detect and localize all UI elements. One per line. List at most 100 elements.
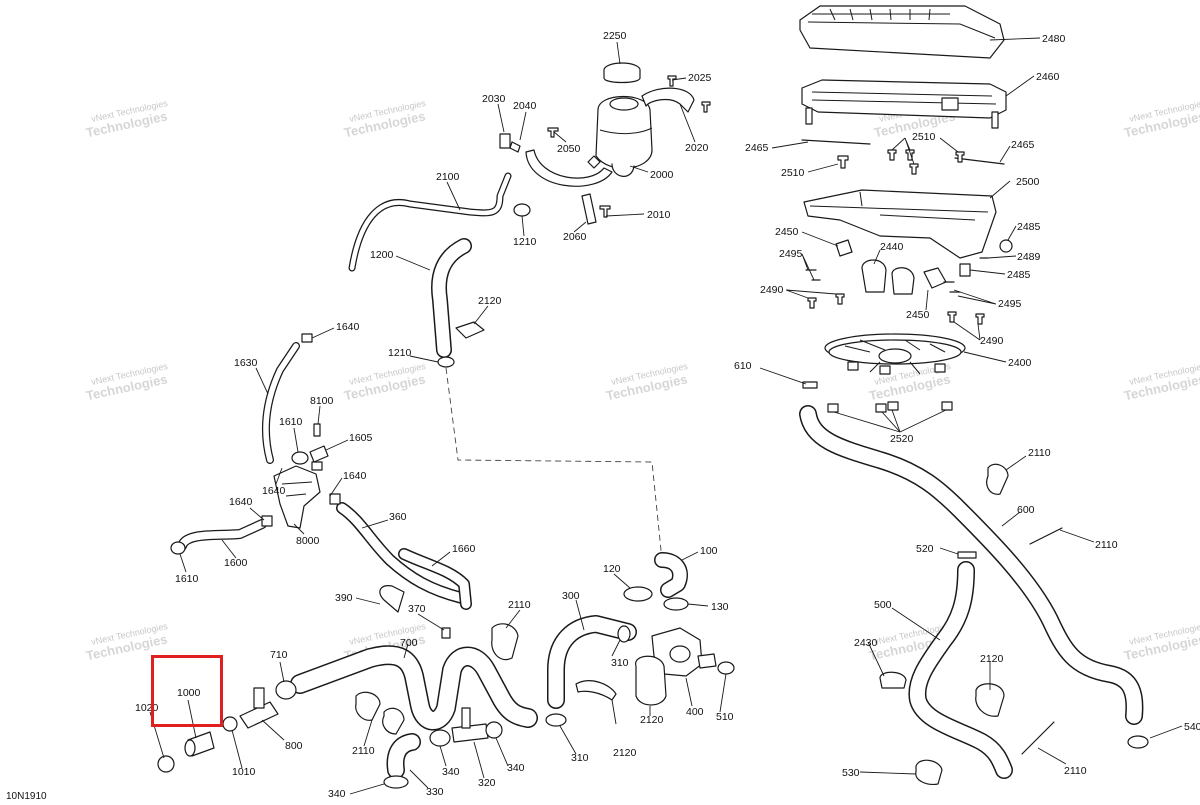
callout-540: 540 xyxy=(1184,721,1200,733)
part-1640-clamp xyxy=(329,493,341,505)
part-510-clamp xyxy=(717,661,735,675)
callout-370: 370 xyxy=(408,603,426,615)
callout-130: 130 xyxy=(711,601,729,613)
callout-1000: 1000 xyxy=(177,687,201,699)
callout-310: 310 xyxy=(611,657,629,669)
callout-2020: 2020 xyxy=(685,142,709,154)
callout-2465: 2465 xyxy=(1011,139,1035,151)
part-2120-clamp xyxy=(575,680,617,701)
callout-500: 500 xyxy=(874,599,892,611)
part-610-2520-grommets xyxy=(802,381,953,413)
expansion-tank-assembly xyxy=(499,62,711,225)
callout-2250: 2250 xyxy=(603,30,627,42)
part-1610-clamp xyxy=(170,541,186,555)
watermark: vNext Technologies Technologies xyxy=(85,621,169,663)
callout-1020: 1020 xyxy=(135,702,159,714)
part-2025-screw xyxy=(667,75,677,87)
callout-2110: 2110 xyxy=(508,599,531,611)
callout-1660: 1660 xyxy=(452,543,476,555)
part-310-clamp xyxy=(545,713,567,727)
callout-2110: 2110 xyxy=(1028,447,1051,459)
callout-710: 710 xyxy=(270,649,288,661)
part-2010-2060-bracket xyxy=(581,193,611,225)
callout-610: 610 xyxy=(734,360,752,372)
part-2110-clamp xyxy=(382,707,405,735)
part-1210-clamp xyxy=(437,356,455,368)
part-520-clamp xyxy=(957,551,977,559)
part-390-clamp xyxy=(379,585,405,613)
clamps-and-fittings xyxy=(157,203,1149,789)
diagram-reference-code: 10N1910 xyxy=(6,791,47,802)
part-340-clamp xyxy=(429,729,451,747)
leader-lines xyxy=(149,37,1183,795)
part-2500-fan-shroud xyxy=(803,189,997,259)
callout-1640: 1640 xyxy=(229,496,253,508)
part-2030-2040-bracket xyxy=(499,127,559,153)
callout-390: 390 xyxy=(335,592,353,604)
watermark: vNext Technologies Technologies xyxy=(343,361,427,403)
callout-1630: 1630 xyxy=(234,357,258,369)
callout-1010: 1010 xyxy=(232,766,256,778)
callout-2460: 2460 xyxy=(1036,71,1060,83)
part-2465-rod-left xyxy=(801,139,871,145)
callout-600: 600 xyxy=(1017,504,1035,516)
part-340-clamp xyxy=(485,721,503,739)
part-2050-strap xyxy=(525,149,613,187)
callout-2520: 2520 xyxy=(890,433,914,445)
callout-1605: 1605 xyxy=(349,432,373,444)
part-1020-clamp xyxy=(157,755,175,773)
callout-2100: 2100 xyxy=(436,171,460,183)
part-1640-clamp xyxy=(301,333,313,343)
part-320-tee xyxy=(451,707,489,743)
part-1610-clamp xyxy=(291,451,309,465)
callout-2120: 2120 xyxy=(980,653,1004,665)
part-1640-clamp xyxy=(261,515,273,527)
part-2510-bolts xyxy=(837,149,965,175)
part-1010-clamp xyxy=(222,716,238,732)
part-2250-cap xyxy=(603,62,641,84)
callout-310: 310 xyxy=(571,752,589,764)
watermark: vNext Technologies Technologies xyxy=(343,98,427,140)
part-370-fitting xyxy=(441,627,451,639)
callout-330: 330 xyxy=(426,786,444,798)
callout-2120: 2120 xyxy=(613,747,637,759)
part-2460-radiator xyxy=(801,79,1007,129)
callout-2495: 2495 xyxy=(779,248,803,260)
callout-2000: 2000 xyxy=(650,169,674,181)
callout-2430: 2430 xyxy=(854,637,878,649)
part-2110-clamp xyxy=(491,623,519,661)
part-340-clamp xyxy=(383,775,409,789)
callout-1640: 1640 xyxy=(262,485,286,497)
callout-2040: 2040 xyxy=(513,100,537,112)
callout-530: 530 xyxy=(842,767,860,779)
callout-2440: 2440 xyxy=(880,241,904,253)
watermark: vNext Technologies Technologies xyxy=(85,361,169,403)
callout-2050: 2050 xyxy=(557,143,581,155)
callout-8000: 8000 xyxy=(296,535,320,547)
part-2120-clamp xyxy=(455,321,485,339)
callout-2450: 2450 xyxy=(906,309,930,321)
part-1000-connector xyxy=(184,731,215,757)
callout-2120: 2120 xyxy=(640,714,664,726)
part-2025-screw xyxy=(701,101,711,113)
callout-labels: 2250 2025 2030 2040 2050 2020 2000 2100 … xyxy=(135,30,1200,800)
part-2480-cover xyxy=(799,5,1005,59)
callout-2030: 2030 xyxy=(482,93,506,105)
callout-2025: 2025 xyxy=(688,72,712,84)
callout-400: 400 xyxy=(686,706,704,718)
part-2400-fan xyxy=(824,333,966,375)
callout-360: 360 xyxy=(389,511,407,523)
callout-2400: 2400 xyxy=(1008,357,1032,369)
hoses xyxy=(177,172,1144,779)
callout-1640: 1640 xyxy=(343,470,367,482)
part-2110-tie xyxy=(1021,721,1055,755)
part-120-clamp xyxy=(623,586,653,602)
part-800-tee xyxy=(239,687,279,729)
callout-120: 120 xyxy=(603,563,621,575)
part-8100-bolt xyxy=(313,423,321,437)
part-2430-clamp xyxy=(879,671,907,689)
part-2020-strap xyxy=(641,87,695,113)
part-2110-clamp xyxy=(986,463,1009,495)
callout-2510: 2510 xyxy=(781,167,805,179)
shroud-hardware xyxy=(805,239,1013,325)
